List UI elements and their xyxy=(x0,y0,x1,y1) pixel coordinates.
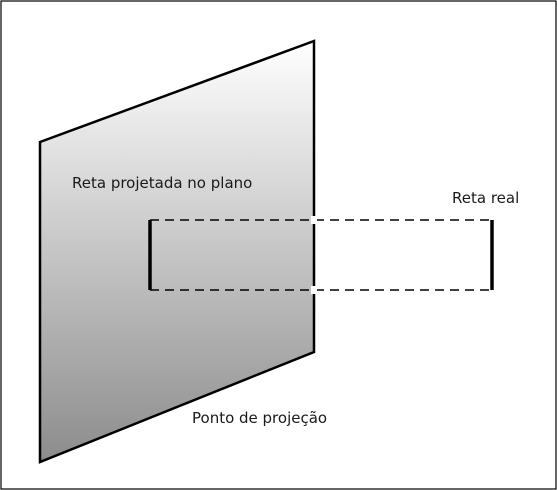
plane-edge-gap-bottom xyxy=(311,286,317,294)
real-line-label: Reta real xyxy=(452,189,520,207)
projection-point-label: Ponto de projeção xyxy=(192,409,328,427)
plane-edge-gap-top xyxy=(311,216,317,224)
projected-line-label: Reta projetada no plano xyxy=(72,174,253,192)
projection-plane xyxy=(38,39,316,464)
